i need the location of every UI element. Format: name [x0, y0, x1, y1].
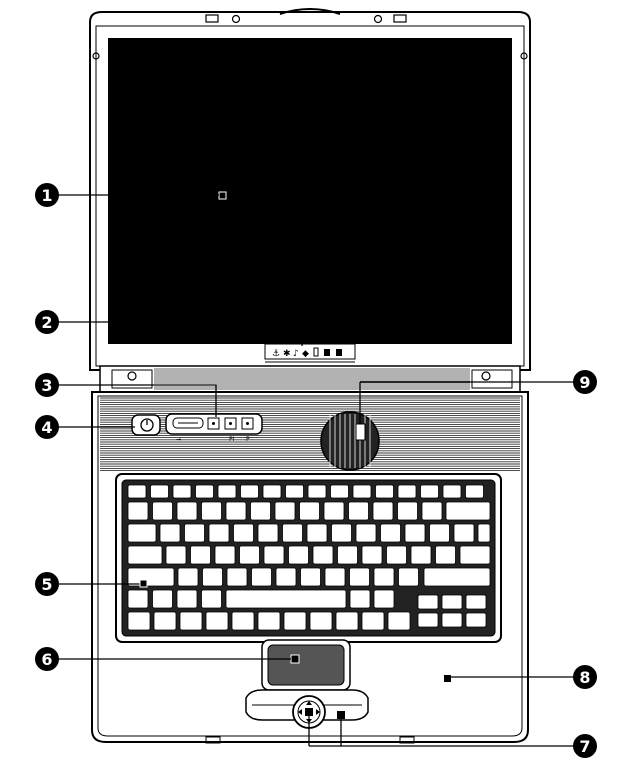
svg-text:♪: ♪ — [293, 349, 299, 359]
svg-text:3: 3 — [41, 376, 52, 395]
scroll-key[interactable] — [292, 695, 326, 729]
callout-8: 8 — [573, 665, 597, 689]
easy-launch-buttons[interactable]: → PI P — [165, 413, 263, 443]
keyboard[interactable] — [115, 473, 502, 643]
callout-4: 4 — [35, 415, 59, 439]
touchpad[interactable] — [261, 639, 351, 691]
callout-2: 2 — [35, 310, 59, 334]
svg-text:6: 6 — [41, 650, 52, 669]
svg-text:✱: ✱ — [283, 349, 291, 359]
palm-rest-marker — [444, 675, 451, 682]
callout-3: 3 — [35, 373, 59, 397]
keyboard-marker — [139, 579, 148, 588]
svg-text:5: 5 — [41, 575, 52, 594]
svg-text:PI: PI — [229, 436, 235, 443]
svg-text:◆: ◆ — [302, 349, 309, 359]
speaker-grille — [100, 397, 520, 472]
callout-lines — [58, 194, 574, 747]
svg-text:P: P — [246, 436, 250, 443]
svg-text:9: 9 — [579, 373, 590, 392]
callout-6: 6 — [35, 647, 59, 671]
callout-1: 1 — [35, 183, 59, 207]
callout-7: 7 — [573, 734, 597, 758]
hinge-area — [99, 365, 521, 393]
svg-text:→: → — [176, 436, 181, 443]
power-button[interactable] — [131, 414, 161, 436]
screen-marker — [218, 191, 227, 200]
svg-text:1: 1 — [41, 186, 52, 205]
status-indicator-panel: ⚓ ✱ ♪ ◆ — [264, 343, 356, 363]
svg-text:8: 8 — [579, 668, 590, 687]
callout-9: 9 — [573, 370, 597, 394]
svg-text:2: 2 — [41, 313, 52, 332]
svg-text:7: 7 — [579, 737, 590, 756]
speaker — [320, 411, 380, 471]
svg-text:⚓: ⚓ — [272, 349, 280, 359]
callout-5: 5 — [35, 572, 59, 596]
svg-text:4: 4 — [41, 418, 52, 437]
lcd-screen — [108, 38, 512, 344]
